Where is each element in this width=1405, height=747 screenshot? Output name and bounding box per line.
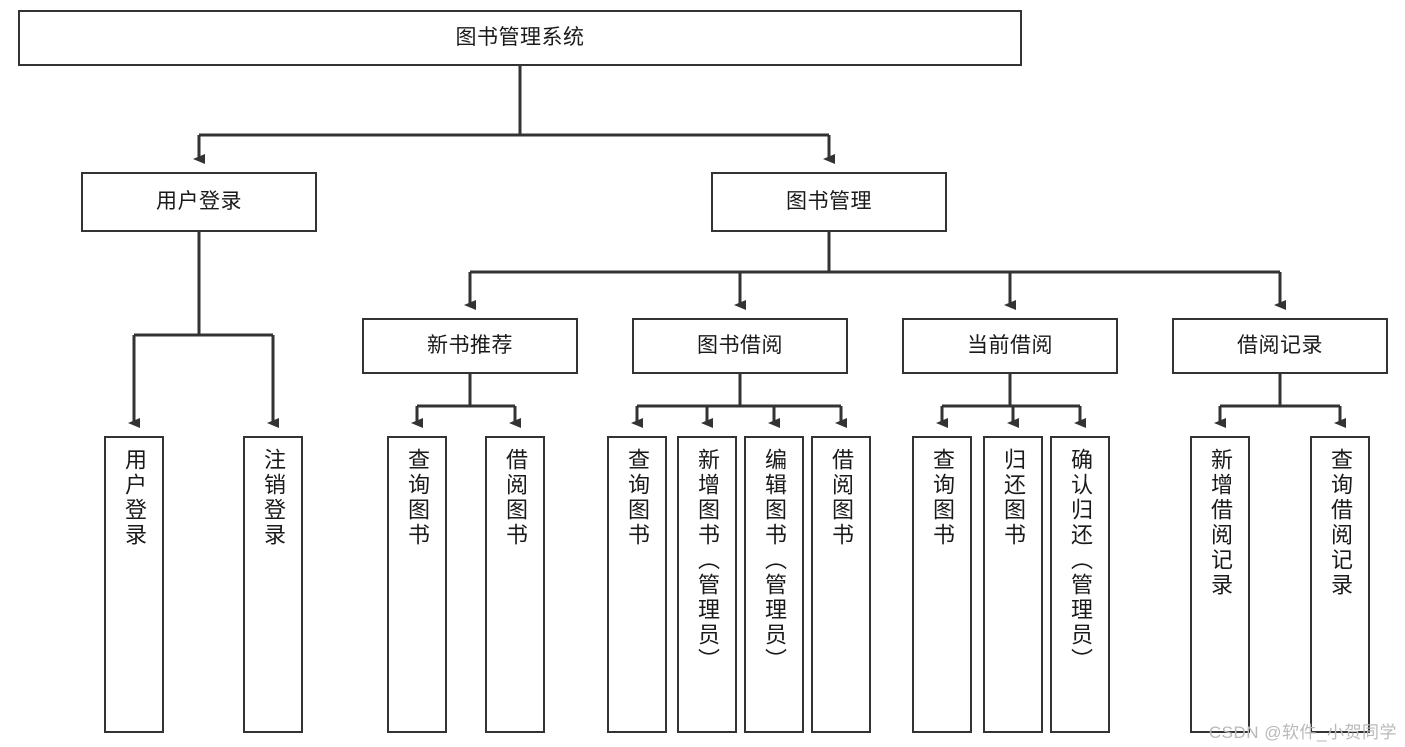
node-label: 查询图书 bbox=[930, 448, 955, 548]
node-label: 新增图书（管理员） bbox=[695, 448, 720, 673]
node-n-newrec[interactable]: 新书推荐 bbox=[362, 318, 578, 374]
node-label: 借阅图书 bbox=[829, 448, 854, 548]
node-n-login[interactable]: 用户登录 bbox=[81, 172, 317, 232]
node-l-q3[interactable]: 查询图书 bbox=[912, 436, 972, 733]
node-label: 新书推荐 bbox=[427, 333, 513, 357]
node-label: 借阅记录 bbox=[1237, 333, 1323, 357]
node-label: 新增借阅记录 bbox=[1208, 448, 1233, 598]
node-n-bookmgr[interactable]: 图书管理 bbox=[711, 172, 947, 232]
node-l-return[interactable]: 归还图书 bbox=[983, 436, 1043, 733]
node-label: 用户登录 bbox=[156, 189, 242, 213]
node-label: 图书管理系统 bbox=[455, 25, 585, 49]
node-l-q2[interactable]: 查询图书 bbox=[607, 436, 667, 733]
node-label: 查询图书 bbox=[405, 448, 430, 548]
node-l-b2[interactable]: 借阅图书 bbox=[811, 436, 871, 733]
node-l-logout[interactable]: 注销登录 bbox=[243, 436, 303, 733]
node-label: 注销登录 bbox=[261, 448, 286, 548]
node-label: 编辑图书（管理员） bbox=[762, 448, 787, 673]
csdn-watermark: CSDN @软件_小贺同学 bbox=[1208, 723, 1397, 742]
node-l-editbook[interactable]: 编辑图书（管理员） bbox=[744, 436, 804, 733]
node-l-addbook[interactable]: 新增图书（管理员） bbox=[677, 436, 737, 733]
node-label: 归还图书 bbox=[1001, 448, 1026, 548]
node-label: 借阅图书 bbox=[503, 448, 528, 548]
node-label: 图书管理 bbox=[786, 189, 872, 213]
node-n-current[interactable]: 当前借阅 bbox=[902, 318, 1118, 374]
node-label: 当前借阅 bbox=[967, 333, 1053, 357]
node-root[interactable]: 图书管理系统 bbox=[18, 10, 1022, 66]
node-label: 确认归还（管理员） bbox=[1068, 448, 1093, 673]
node-l-userlogin[interactable]: 用户登录 bbox=[104, 436, 164, 733]
node-l-q1[interactable]: 查询图书 bbox=[387, 436, 447, 733]
node-label: 查询图书 bbox=[625, 448, 650, 548]
node-label: 查询借阅记录 bbox=[1328, 448, 1353, 598]
node-label: 用户登录 bbox=[122, 448, 147, 548]
node-n-history[interactable]: 借阅记录 bbox=[1172, 318, 1388, 374]
node-label: 图书借阅 bbox=[697, 333, 783, 357]
node-l-addrec[interactable]: 新增借阅记录 bbox=[1190, 436, 1250, 733]
node-l-b1[interactable]: 借阅图书 bbox=[485, 436, 545, 733]
node-l-confirm[interactable]: 确认归还（管理员） bbox=[1050, 436, 1110, 733]
node-l-queryrec[interactable]: 查询借阅记录 bbox=[1310, 436, 1370, 733]
node-n-borrow[interactable]: 图书借阅 bbox=[632, 318, 848, 374]
